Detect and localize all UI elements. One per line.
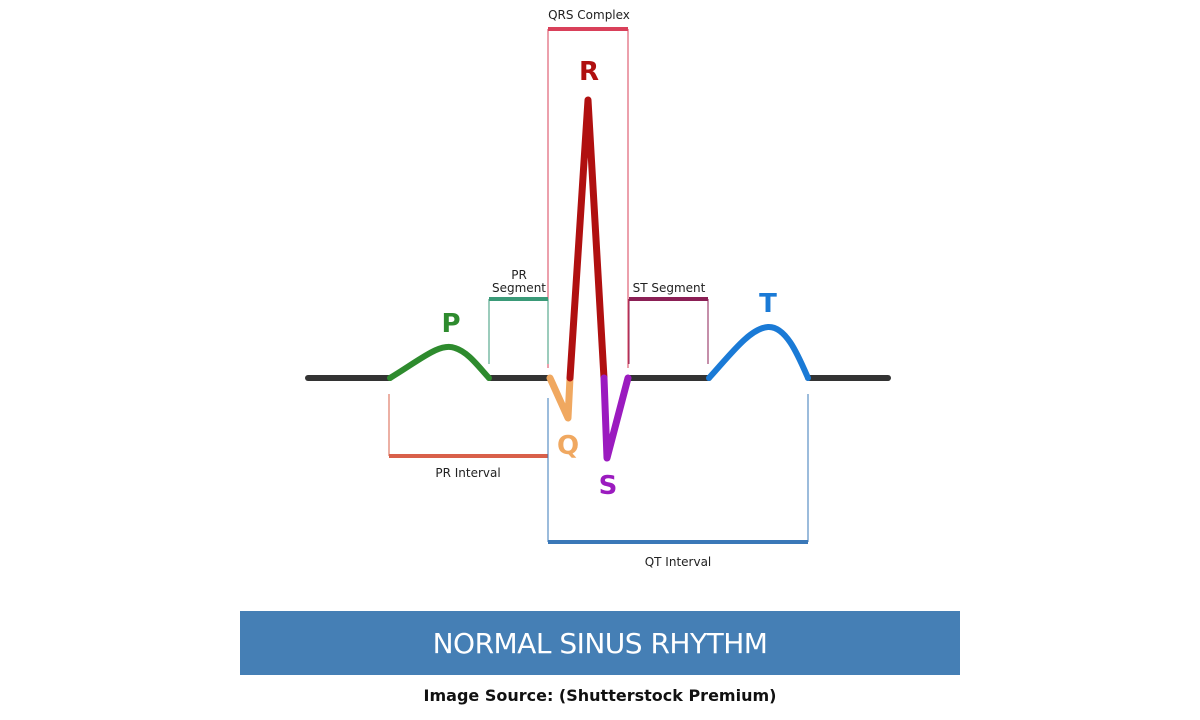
r-wave-label: R (579, 57, 599, 87)
image-source-caption: Image Source: (Shutterstock Premium) (423, 686, 777, 705)
q-wave-label: Q (557, 431, 579, 461)
qrs-complex-label: QRS Complex (548, 8, 630, 22)
r-wave (566, 96, 608, 382)
s-wave-label: S (599, 471, 618, 501)
pr-segment-label-line2: Segment (492, 281, 546, 295)
pr-interval-label: PR Interval (435, 466, 500, 480)
pr-segment-label-line1: PR (511, 268, 527, 282)
banner-title: NORMAL SINUS RHYTHM (432, 626, 768, 660)
q-wave (546, 374, 574, 422)
qt-interval-label: QT Interval (645, 555, 712, 569)
t-wave-label: T (759, 289, 777, 319)
s-wave (600, 374, 632, 462)
p-wave (387, 343, 492, 381)
title-banner: NORMAL SINUS RHYTHM (240, 611, 960, 675)
st-segment-label: ST Segment (633, 281, 706, 295)
p-wave-label: P (441, 309, 460, 339)
t-wave (706, 324, 811, 381)
